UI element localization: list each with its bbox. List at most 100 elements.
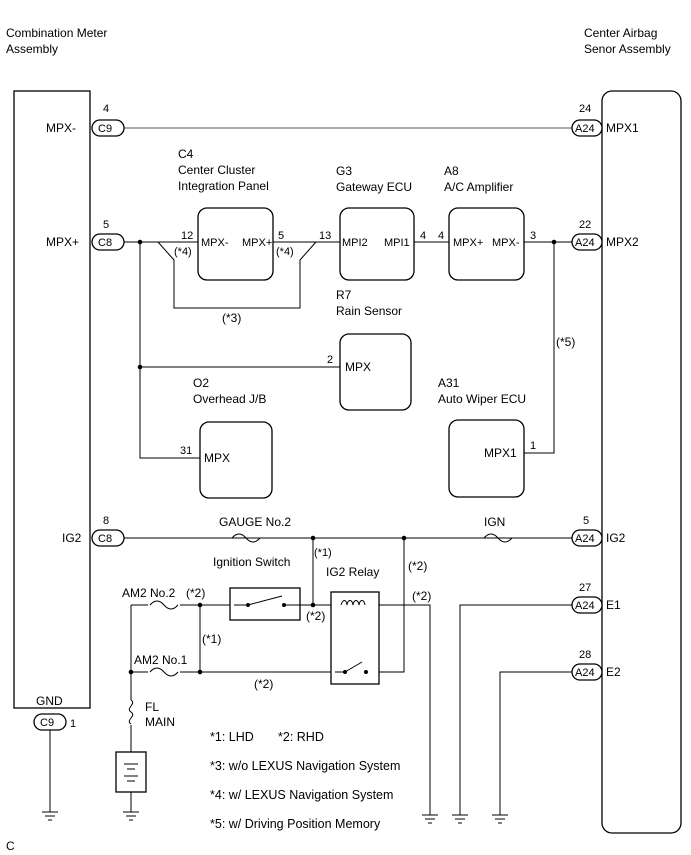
relay-switch-blade bbox=[344, 661, 363, 673]
wire-e2 bbox=[499, 671, 572, 815]
g3-name: Gateway ECU bbox=[336, 180, 412, 194]
ig2-relay-box bbox=[330, 591, 380, 685]
am2-no2-fuse-icon bbox=[149, 600, 179, 610]
right-pin-e2: 28 bbox=[579, 649, 591, 661]
left-assembly-title-1: Combination Meter bbox=[6, 26, 107, 40]
gauge-fuse-label: GAUGE No.2 bbox=[219, 515, 291, 529]
a8-pin-a: MPX+ bbox=[453, 237, 483, 249]
c4-name-2: Integration Panel bbox=[178, 179, 269, 193]
left-pin-gnd: 1 bbox=[70, 718, 76, 730]
ignition-switch-box bbox=[229, 587, 301, 621]
left-conn-mpx-plus: C8 bbox=[98, 237, 112, 249]
wire-branch-o2 bbox=[139, 242, 200, 459]
a8-num-a: 4 bbox=[438, 230, 444, 242]
a31-code: A31 bbox=[438, 376, 460, 390]
r7-num: 2 bbox=[327, 354, 333, 366]
right-assembly-title-1: Center Airbag bbox=[584, 26, 657, 40]
right-pin-ig2: 5 bbox=[583, 515, 589, 527]
right-connector-e2 bbox=[571, 663, 603, 681]
right-conn-mpx1: A24 bbox=[575, 123, 595, 135]
am2-no2-tag: (*2) bbox=[186, 586, 205, 600]
switch-blade bbox=[247, 595, 283, 606]
left-label-mpx-plus: MPX+ bbox=[46, 235, 79, 249]
c4-box bbox=[197, 207, 274, 281]
ig2-relay-label: IG2 Relay bbox=[326, 565, 379, 579]
left-conn-mpx-minus: C9 bbox=[98, 123, 112, 135]
ground-icon-gnd bbox=[42, 811, 58, 821]
right-label-mpx2: MPX2 bbox=[606, 235, 639, 249]
am2-no2-label: AM2 No.2 bbox=[122, 586, 176, 600]
fl-label-1: FL bbox=[145, 700, 159, 714]
g3-pin-a: MPI2 bbox=[342, 237, 368, 249]
g3-num-a: 13 bbox=[319, 230, 331, 242]
junction-ig2-switch bbox=[310, 535, 316, 541]
a8-pin-b: MPX- bbox=[492, 237, 520, 249]
c4-name-1: Center Cluster bbox=[178, 163, 255, 177]
a8-box bbox=[448, 207, 525, 281]
junction-ig2-relay bbox=[401, 535, 407, 541]
right-connector-mpx2 bbox=[571, 233, 603, 251]
ign-fuse-icon bbox=[483, 533, 513, 543]
c4-tag-a: (*4) bbox=[174, 246, 192, 258]
ground-icon-e2 bbox=[492, 814, 508, 824]
ground-icon-battery bbox=[123, 811, 139, 821]
right-label-mpx1: MPX1 bbox=[606, 121, 639, 135]
left-label-mpx-minus: MPX- bbox=[46, 121, 76, 135]
ground-icon-e1 bbox=[452, 814, 468, 824]
tag-lhd-2: (*1) bbox=[202, 632, 221, 646]
ign-fuse-label: IGN bbox=[484, 515, 505, 529]
o2-box bbox=[199, 421, 273, 499]
left-label-gnd: GND bbox=[36, 694, 63, 708]
o2-code: O2 bbox=[193, 376, 209, 390]
left-assembly-title-2: Assembly bbox=[6, 42, 58, 56]
note-3: *3: w/o LEXUS Navigation System bbox=[210, 759, 400, 773]
right-connector-ig2 bbox=[571, 529, 603, 547]
a31-pin: MPX1 bbox=[484, 446, 517, 460]
junction-am2no1 bbox=[197, 669, 203, 675]
left-pin-mpx-plus: 5 bbox=[103, 219, 109, 231]
wire-bypass bbox=[157, 241, 317, 309]
c4-num-b: 5 bbox=[278, 230, 284, 242]
note-2: *2: RHD bbox=[278, 730, 324, 744]
right-pin-mpx1: 24 bbox=[579, 103, 591, 115]
right-connector-e1 bbox=[571, 596, 603, 614]
junction-r7 bbox=[137, 364, 143, 370]
c4-pin-b: MPX+ bbox=[242, 237, 272, 249]
corner-mark: C bbox=[6, 839, 15, 853]
right-conn-mpx2: A24 bbox=[575, 237, 595, 249]
right-assembly-title-2: Senor Assembly bbox=[584, 42, 671, 56]
c4-pin-a: MPX- bbox=[201, 237, 229, 249]
left-connector-gnd bbox=[33, 713, 67, 731]
right-label-ig2: IG2 bbox=[606, 531, 626, 545]
g3-pin-b: MPI1 bbox=[384, 237, 410, 249]
junction-relay-coil bbox=[310, 602, 316, 608]
c4-num-a: 12 bbox=[181, 230, 193, 242]
gauge-fuse-icon bbox=[231, 533, 261, 543]
g3-code: G3 bbox=[336, 164, 352, 178]
left-conn-gnd: C9 bbox=[40, 717, 54, 729]
a8-num-b: 3 bbox=[530, 230, 536, 242]
am2-no1-fuse-icon bbox=[149, 667, 179, 677]
ignition-switch-label: Ignition Switch bbox=[213, 555, 290, 569]
r7-box bbox=[339, 333, 412, 411]
tag-rhd-relay-ground: (*2) bbox=[412, 589, 431, 603]
note-5: *5: w/ Driving Position Memory bbox=[210, 817, 381, 831]
o2-num: 31 bbox=[180, 445, 192, 457]
left-pin-mpx-minus: 4 bbox=[103, 103, 109, 115]
c4-tag-b: (*4) bbox=[276, 246, 294, 258]
right-conn-e1: A24 bbox=[575, 600, 595, 612]
combination-meter-box bbox=[13, 90, 91, 709]
r7-pin: MPX bbox=[345, 360, 371, 374]
right-conn-ig2: A24 bbox=[575, 533, 595, 545]
battery-icon bbox=[115, 751, 147, 793]
left-label-ig2: IG2 bbox=[62, 531, 82, 545]
a8-code: A8 bbox=[444, 164, 459, 178]
fl-main-icon bbox=[128, 699, 134, 725]
right-pin-e1: 27 bbox=[579, 582, 591, 594]
fl-label-2: MAIN bbox=[145, 715, 175, 729]
a31-num: 1 bbox=[530, 440, 536, 452]
left-connector-ig2 bbox=[91, 529, 125, 547]
junction-a31 bbox=[551, 239, 557, 245]
right-conn-e2: A24 bbox=[575, 667, 595, 679]
